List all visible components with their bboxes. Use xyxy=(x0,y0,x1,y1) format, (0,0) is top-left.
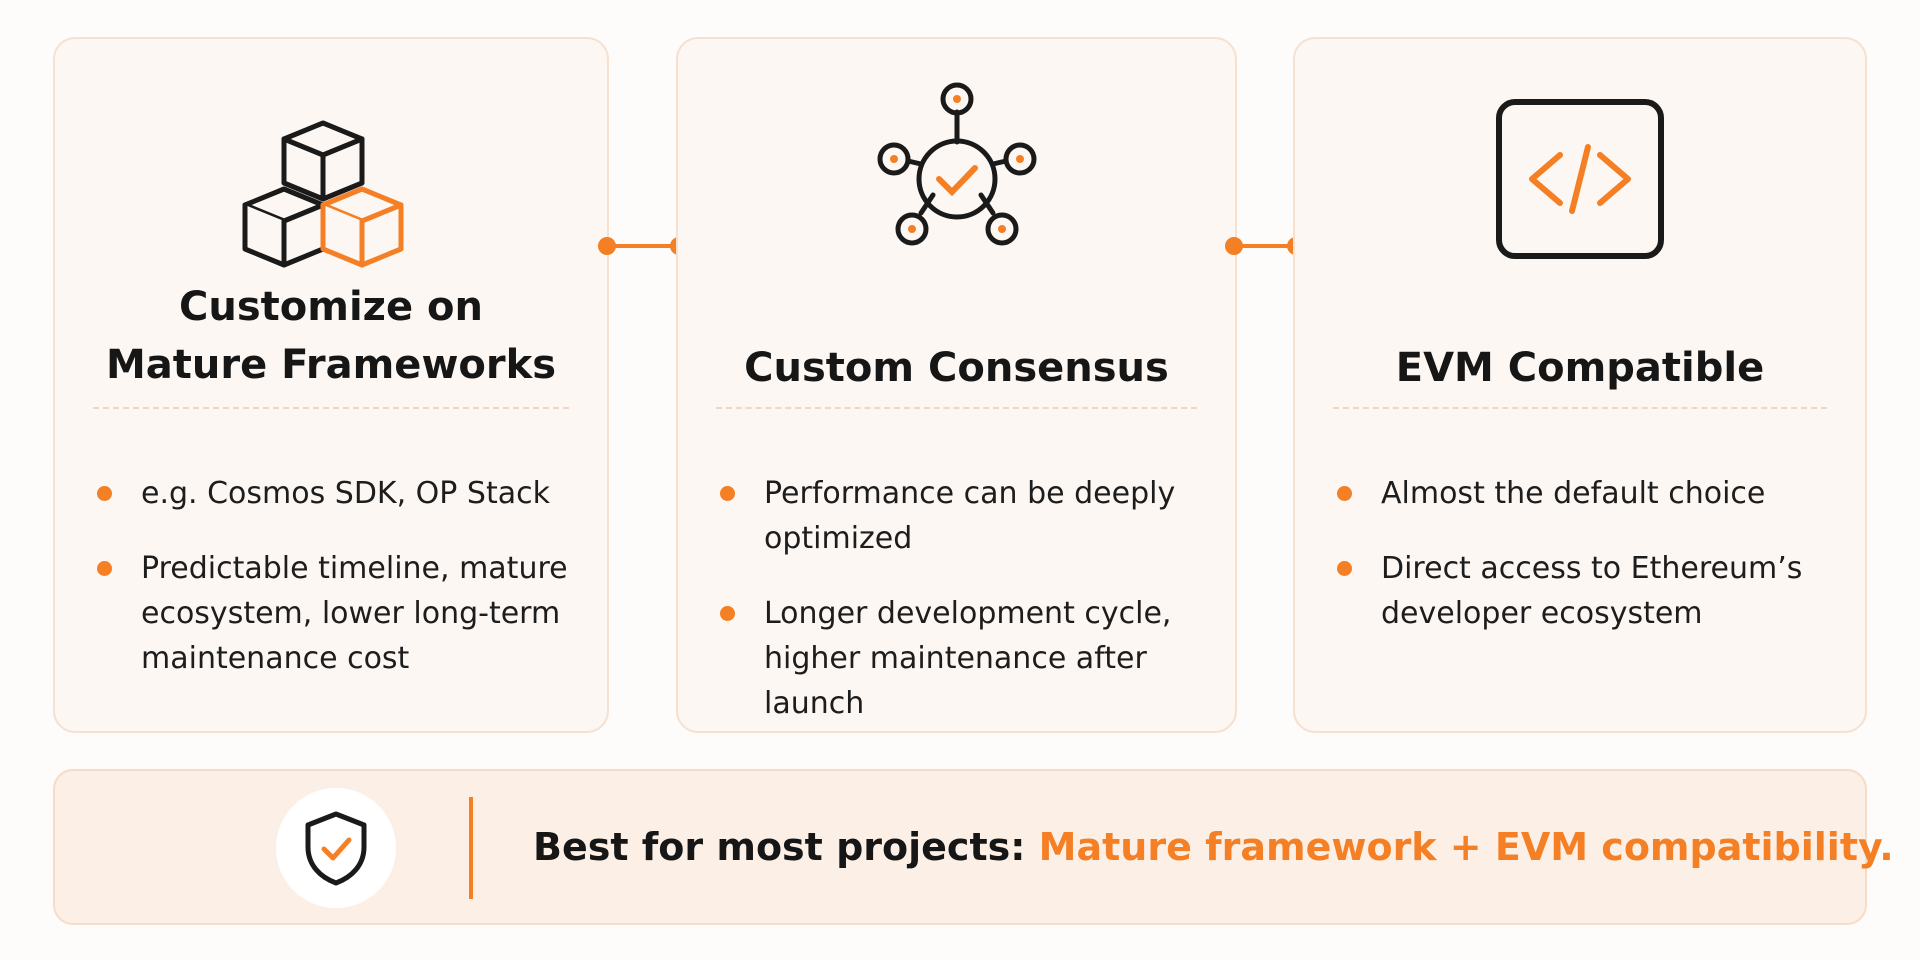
list-item: e.g. Cosmos SDK, OP Stack xyxy=(97,471,583,516)
card-custom-consensus: Custom Consensus Performance can be deep… xyxy=(676,37,1237,733)
bullet-dot-icon xyxy=(1337,561,1352,576)
recommendation-lead: Best for most projects: xyxy=(533,825,1039,869)
bullet-dot-icon xyxy=(97,561,112,576)
bullet-dot-icon xyxy=(97,486,112,501)
bullet-dot-icon xyxy=(720,606,735,621)
bullet-dot-icon xyxy=(720,486,735,501)
list-item-text: Almost the default choice xyxy=(1381,476,1766,511)
banner-divider xyxy=(469,797,473,899)
bullet-list: e.g. Cosmos SDK, OP Stack Predictable ti… xyxy=(97,471,583,711)
bullet-list: Performance can be deeply optimized Long… xyxy=(720,471,1211,756)
list-item-text: Performance can be deeply optimized xyxy=(764,476,1176,556)
list-item: Direct access to Ethereum’s developer ec… xyxy=(1337,546,1841,636)
bullet-list: Almost the default choice Direct access … xyxy=(1337,471,1841,666)
list-item-text: Longer development cycle, higher mainten… xyxy=(764,596,1172,721)
consensus-network-icon xyxy=(678,79,1235,269)
cubes-icon xyxy=(55,111,607,281)
card-title: EVM Compatible xyxy=(1395,345,1765,391)
list-item-text: Predictable timeline, mature ecosystem, … xyxy=(141,551,568,676)
recommendation-banner: Best for most projects: Mature framework… xyxy=(53,769,1894,925)
card-mature-frameworks: Customize on Mature Frameworks e.g. Cosm… xyxy=(53,37,609,733)
list-item: Predictable timeline, mature ecosystem, … xyxy=(97,546,583,681)
card-title: Custom Consensus xyxy=(744,345,1169,391)
list-item-text: e.g. Cosmos SDK, OP Stack xyxy=(141,476,550,511)
list-item: Longer development cycle, higher mainten… xyxy=(720,591,1211,726)
divider xyxy=(716,407,1197,409)
divider xyxy=(1333,407,1827,409)
card-title: Customize on Mature Frameworks xyxy=(105,284,557,388)
bullet-dot-icon xyxy=(1337,486,1352,501)
recommendation-highlight: Mature framework + EVM compatibility. xyxy=(1038,825,1894,869)
list-item: Performance can be deeply optimized xyxy=(720,471,1211,561)
code-brackets-icon xyxy=(1295,97,1865,261)
list-item-text: Direct access to Ethereum’s developer ec… xyxy=(1381,551,1803,631)
divider xyxy=(93,407,569,409)
shield-check-icon xyxy=(276,788,396,908)
list-item: Almost the default choice xyxy=(1337,471,1841,516)
card-evm-compatible: EVM Compatible Almost the default choice… xyxy=(1293,37,1867,733)
recommendation-text: Best for most projects: Mature framework… xyxy=(533,821,1894,873)
